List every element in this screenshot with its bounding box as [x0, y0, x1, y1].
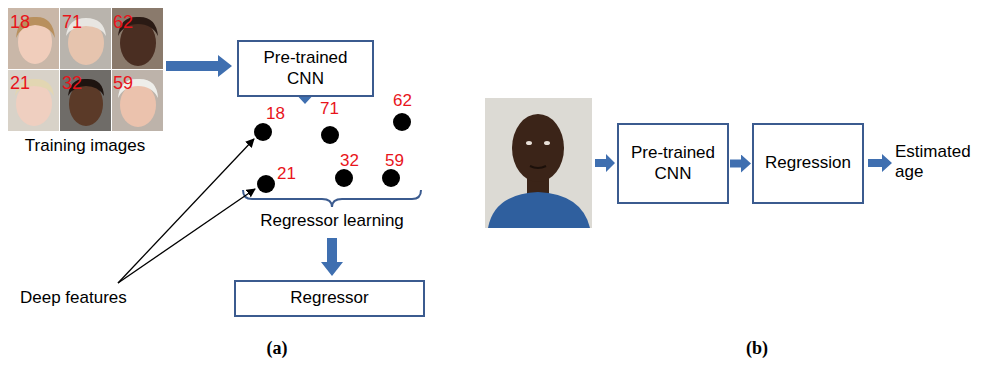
block-arrow — [166, 55, 232, 77]
step-label: Regressor learning — [260, 211, 404, 231]
face-tile — [8, 8, 59, 69]
flow-arrow — [730, 160, 741, 168]
process-box: Pre-trained CNN — [617, 123, 729, 204]
age-number: 32 — [340, 151, 359, 171]
block-arrow — [321, 238, 343, 276]
age-number: 71 — [320, 99, 339, 119]
feature-dot — [321, 126, 339, 144]
eye — [526, 141, 532, 145]
feature-dot — [382, 169, 400, 187]
process-box: Regressor — [234, 280, 425, 317]
face-tile — [60, 70, 111, 131]
block-arrow — [595, 154, 615, 172]
age-number: 62 — [393, 91, 412, 111]
tile-bg — [8, 70, 59, 131]
block-arrow — [868, 154, 892, 172]
face-tile — [112, 70, 163, 131]
photo-bg — [485, 98, 592, 228]
callout-number: 32 — [62, 73, 82, 95]
annotation: Deep features — [20, 288, 127, 308]
box-label: Regressor — [290, 288, 368, 308]
tile-bg — [112, 8, 163, 69]
process-box: Pre-trained CNN — [237, 40, 374, 97]
face-photo — [485, 98, 592, 228]
face-tile — [112, 8, 163, 69]
feature-dot — [257, 175, 275, 193]
callout-number: 21 — [10, 73, 30, 95]
box-label: Pre-trained CNN — [625, 143, 721, 184]
panel-label: (a) — [267, 338, 288, 360]
age-number: 18 — [266, 104, 285, 124]
brace — [243, 190, 421, 207]
output-label: Estimated age — [895, 142, 981, 183]
face-tile — [60, 8, 111, 69]
feature-dot — [335, 169, 353, 187]
eye — [544, 141, 550, 145]
panel-label: (b) — [746, 338, 768, 360]
mouth — [530, 166, 546, 168]
head — [512, 114, 564, 182]
callout-number: 62 — [113, 12, 133, 34]
callout-number: 71 — [62, 12, 82, 34]
leader-line — [118, 189, 255, 283]
tile-bg — [60, 8, 111, 69]
tile-bg — [60, 70, 111, 131]
shirt — [488, 192, 590, 228]
face-tile — [8, 70, 59, 131]
age-number: 21 — [277, 164, 296, 184]
feature-dot — [393, 113, 411, 131]
tile-bg — [112, 70, 163, 131]
tile-bg — [8, 8, 59, 69]
feature-dot — [254, 123, 272, 141]
callout-number: 18 — [10, 12, 30, 34]
process-box: Regression — [752, 123, 864, 204]
callout-number: 59 — [113, 73, 133, 95]
box-label: Regression — [765, 153, 851, 173]
box-label: Pre-trained CNN — [245, 48, 366, 89]
age-number: 59 — [385, 151, 404, 171]
caption-text: Training images — [25, 136, 145, 156]
leader-line — [118, 139, 254, 283]
